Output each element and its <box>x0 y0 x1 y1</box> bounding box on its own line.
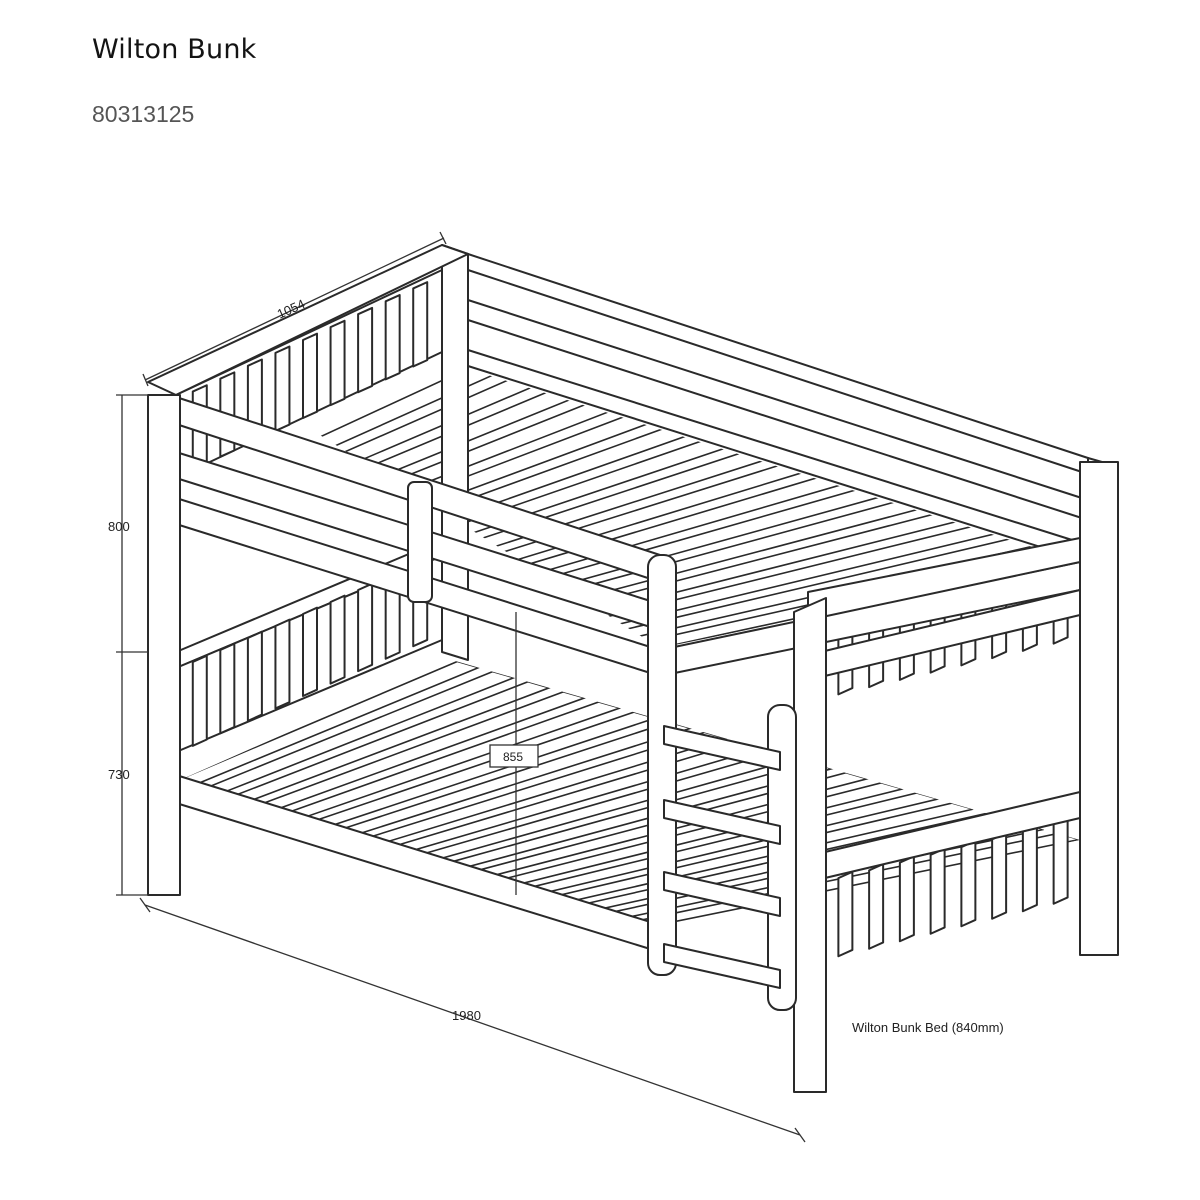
page-title: Wilton Bunk <box>92 34 257 65</box>
bed-frame <box>147 244 1119 1093</box>
length-label: 1980 <box>452 1008 481 1023</box>
ladder-rung-1 <box>663 725 781 771</box>
slat-bar <box>929 847 946 935</box>
ladder-height-label: 855 <box>503 750 523 764</box>
right-end-back-post <box>1079 461 1119 956</box>
upper-headboard-top <box>147 244 469 396</box>
ladder-right-rail <box>767 704 797 1011</box>
drawing-caption: Wilton Bunk Bed (840mm) <box>852 1020 1004 1035</box>
slat-bar <box>302 332 318 419</box>
slat-bar <box>329 594 346 685</box>
slat-bar <box>219 642 236 735</box>
slat-bar <box>960 839 977 928</box>
ladder-rung-3 <box>663 871 781 917</box>
width-dimension-line <box>144 237 445 381</box>
slat-bar <box>1052 816 1069 905</box>
guard-upright <box>407 481 433 603</box>
ladder-rung-4 <box>663 943 781 989</box>
slat-bar <box>357 582 374 673</box>
slat-bar <box>384 294 401 381</box>
slat-bar <box>274 345 291 432</box>
front-left-post <box>147 394 181 896</box>
slat-bar <box>274 618 291 710</box>
slat-bar <box>329 319 346 407</box>
ladder-rung-2 <box>663 799 781 845</box>
dimension-lines <box>116 231 806 1143</box>
product-code: 80313125 <box>92 101 195 127</box>
slat-bar <box>302 606 318 697</box>
slat-bar <box>991 832 1008 920</box>
slat-bar <box>868 863 885 950</box>
lower-height-label: 730 <box>108 767 130 782</box>
back-upper-rail <box>467 299 1089 521</box>
length-dimension-line <box>144 904 801 1136</box>
slat-bar <box>191 654 208 747</box>
slat-bar <box>412 281 429 368</box>
upper-height-label: 800 <box>108 519 130 534</box>
slat-bar <box>357 306 374 394</box>
front-right-post <box>793 597 827 1093</box>
slat-bar <box>837 870 854 958</box>
ladder-left-rail <box>647 554 677 976</box>
slat-bar <box>1021 824 1038 913</box>
slat-bar <box>898 855 915 943</box>
ladder <box>647 554 797 1011</box>
slat-bar <box>246 630 263 722</box>
ladder-dimension-box <box>489 744 539 768</box>
